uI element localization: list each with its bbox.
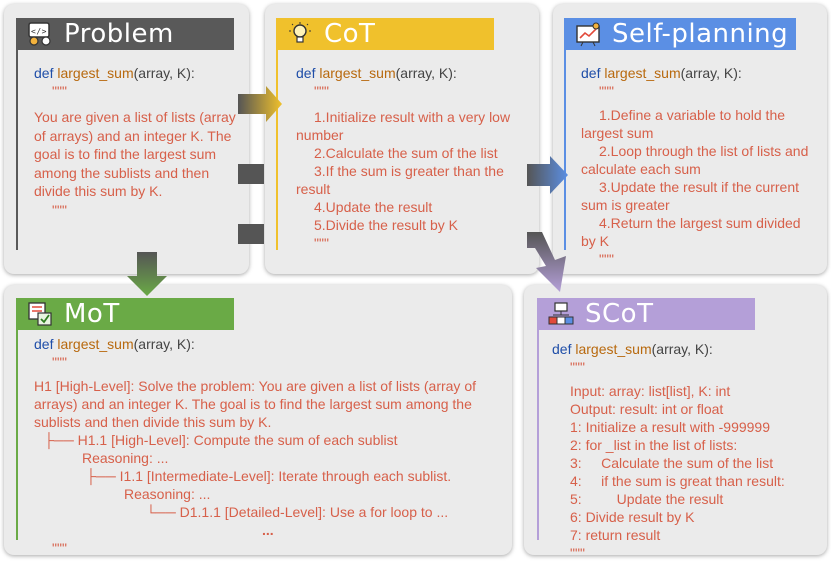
- scot-step-4: 4: if the sum is great than result:: [570, 473, 785, 489]
- self-planning-title: Self-planning: [612, 19, 789, 49]
- scot-step-5: 5: Update the result: [570, 491, 724, 507]
- mot-h1: H1 [High-Level]: Solve the problem: You …: [34, 378, 476, 430]
- gear-code-icon: </>: [26, 20, 54, 48]
- mot-header: MoT: [16, 298, 234, 330]
- scot-input: Input: array: list[list], K: int: [570, 383, 731, 399]
- mot-h1-1: ├── H1.1 [High-Level]: Compute the sum o…: [44, 432, 398, 448]
- scot-step-1: 1: Initialize a result with -999999: [570, 419, 770, 435]
- problem-header: </> Problem: [16, 18, 234, 50]
- svg-text:</>: </>: [31, 27, 47, 36]
- scot-output: Output: result: int or float: [570, 401, 724, 417]
- mot-i1-1: ├── I1.1 [Intermediate-Level]: Iterate t…: [86, 468, 452, 484]
- checklist-icon: [26, 300, 54, 328]
- scot-code: def largest_sum(array, K): """ Input: ar…: [552, 340, 820, 562]
- cot-title: CoT: [324, 19, 376, 49]
- docstring-close: """: [52, 201, 67, 218]
- problem-code: def largest_sum(array, K): """ You are g…: [34, 64, 239, 219]
- problem-title: Problem: [64, 19, 174, 49]
- problem-def-line: def largest_sum(array, K):: [34, 65, 195, 81]
- mot-title: MoT: [64, 299, 120, 329]
- cot-step-2: 2.Calculate the sum of the list: [314, 145, 498, 161]
- scot-header: SCoT: [537, 298, 755, 330]
- cot-step-1: 1.Initialize result with a very low numb…: [296, 109, 511, 143]
- lightbulb-icon: [286, 20, 314, 48]
- mot-d1-1-1: └── D1.1.1 [Detailed-Level]: Use a for l…: [146, 504, 449, 520]
- mot-panel: [4, 285, 512, 555]
- plan-step-2: 2.Loop through the list of lists and cal…: [581, 143, 809, 177]
- problem-description: You are given a list of lists (array of …: [34, 109, 236, 199]
- mot-reasoning-2: Reasoning: ...: [124, 486, 211, 502]
- scot-step-3: 3: Calculate the sum of the list: [570, 455, 774, 471]
- cot-side-bar: [276, 50, 278, 250]
- plan-step-1: 1.Define a variable to hold the largest …: [581, 107, 786, 141]
- cot-step-5: 5.Divide the result by K: [314, 217, 458, 233]
- plan-step-3: 3.Update the result if the current sum i…: [581, 179, 799, 213]
- mot-ellipsis: ...: [262, 522, 274, 538]
- self-planning-side-bar: [564, 50, 566, 250]
- self-planning-code: def largest_sum(array, K): """ 1.Define …: [581, 64, 817, 268]
- scot-panel: [524, 285, 827, 555]
- mot-side-bar: [16, 330, 18, 540]
- plan-step-4: 4.Return the largest sum divided by K: [581, 215, 801, 249]
- cot-header: CoT: [276, 18, 494, 50]
- problem-side-bar: [16, 50, 18, 250]
- cot-step-3: 3.If the sum is greater than the result: [296, 163, 504, 197]
- scot-step-6: 6: Divide result by K: [570, 509, 695, 525]
- self-planning-header: Self-planning: [564, 18, 796, 50]
- mot-code: def largest_sum(array, K): """ H1 [High-…: [34, 335, 506, 557]
- structure-icon: [547, 300, 575, 328]
- scot-step-7: 7: return result: [570, 527, 661, 543]
- cot-code: def largest_sum(array, K): """ 1.Initial…: [296, 64, 526, 252]
- docstring-open: """: [52, 83, 67, 99]
- scot-title: SCoT: [585, 299, 654, 329]
- cot-step-4: 4.Update the result: [314, 199, 433, 215]
- scot-step-2: 2: for _list in the list of lists:: [570, 437, 738, 453]
- scot-side-bar: [537, 330, 539, 540]
- planning-board-icon: [574, 20, 602, 48]
- mot-reasoning-1: Reasoning: ...: [82, 450, 169, 466]
